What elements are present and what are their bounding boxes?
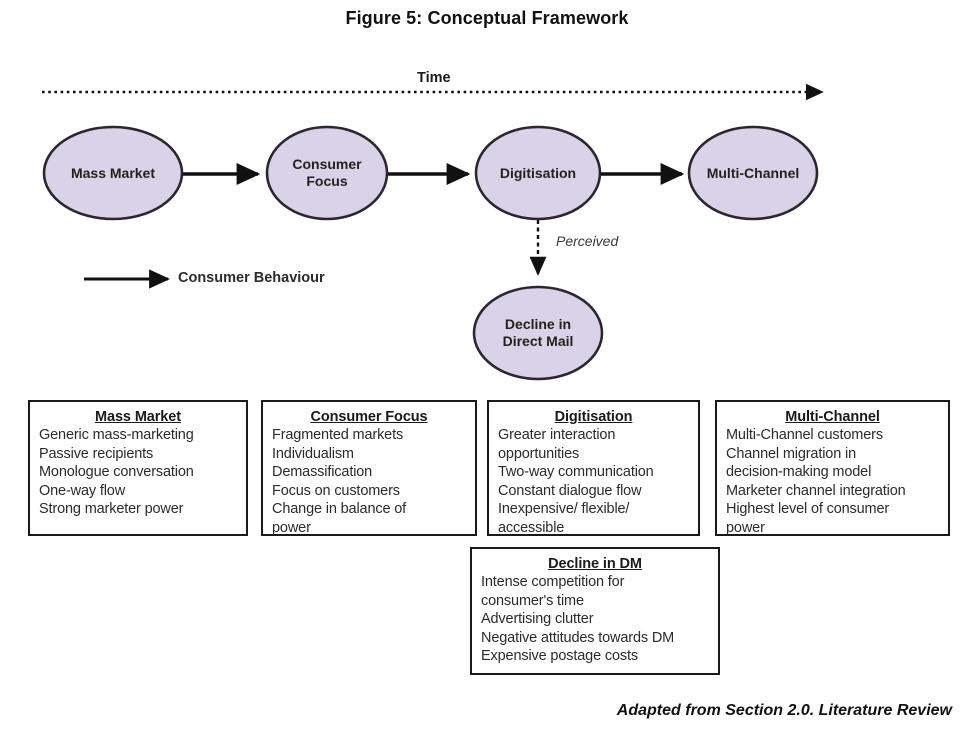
info-box-title-decline-dm: Decline in DM (548, 556, 642, 572)
node-multi-channel[interactable] (687, 125, 819, 221)
info-box-digitisation[interactable]: Digitisation Greater interaction opportu… (487, 400, 700, 536)
node-mass-market[interactable] (42, 125, 184, 221)
info-box-title-consumer-focus: Consumer Focus (310, 409, 428, 425)
info-box-title-digitisation: Digitisation (554, 409, 633, 425)
perceived-branch-label: Perceived (556, 233, 619, 249)
info-box-items-decline-dm: Intense competition for consumer's time … (481, 574, 675, 665)
info-box-consumer-focus[interactable]: Consumer Focus Fragmented markets Indivi… (261, 400, 477, 536)
legend-consumer-behaviour-label: Consumer Behaviour (178, 270, 325, 286)
node-digitisation[interactable] (474, 125, 602, 221)
time-axis-label: Time (417, 70, 451, 86)
info-box-title-multi-channel: Multi-Channel (785, 409, 880, 425)
info-box-items-consumer-focus: Fragmented markets Individualism Demassi… (272, 427, 407, 536)
info-box-title-mass-market: Mass Market (95, 409, 181, 425)
source-note: Adapted from Section 2.0. Literature Rev… (616, 702, 952, 719)
node-consumer-focus[interactable] (265, 125, 389, 221)
figure-title: Figure 5: Conceptual Framework (345, 8, 629, 28)
info-box-items-multi-channel: Multi-Channel customers Channel migratio… (726, 427, 906, 536)
info-box-items-digitisation: Greater interaction opportunities Two-wa… (498, 427, 654, 536)
info-box-mass-market[interactable]: Mass Market Generic mass-marketing Passi… (28, 400, 248, 536)
node-decline-direct-mail[interactable] (472, 285, 604, 381)
info-box-decline-dm[interactable]: Decline in DM Intense competition for co… (470, 547, 720, 675)
info-box-multi-channel[interactable]: Multi-Channel Multi-Channel customers Ch… (715, 400, 950, 536)
info-box-items-mass-market: Generic mass-marketing Passive recipient… (39, 427, 194, 518)
